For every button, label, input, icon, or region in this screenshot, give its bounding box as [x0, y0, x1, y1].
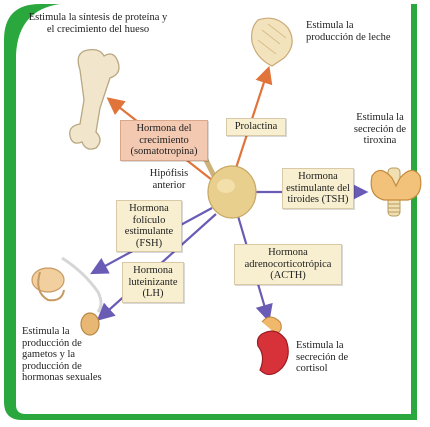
gonads-icon: [32, 258, 101, 335]
bone-icon: [70, 50, 119, 150]
gland-label: Hipófisis anterior: [140, 168, 198, 191]
hormone-prolactin-box: Prolactina: [226, 118, 286, 136]
effect-gonads-label: Estimula la producción de gametos y la p…: [22, 326, 108, 384]
hormone-fsh-box: Hormona folículo estimulante (FSH): [116, 200, 182, 252]
hormone-acth-box: Hormona adrenocorticotrópica (ACTH): [234, 244, 342, 285]
hormone-tsh-box: Hormona estimulante del tiroides (TSH): [282, 168, 354, 209]
hormone-lh-box: Hormona luteinizante (LH): [122, 262, 184, 303]
effect-breast-label: Estimula la producción de leche: [306, 20, 396, 43]
mammary-gland-icon: [252, 18, 293, 66]
effect-adrenal-label: Estimula la secreción de cortisol: [296, 340, 380, 375]
adrenal-kidney-icon: [258, 317, 289, 375]
effect-bone-label: Estimula la síntesis de proteína y el cr…: [28, 12, 168, 35]
effect-thyroid-label: Estimula la secreción de tiroxina: [340, 112, 420, 147]
green-frame-right: [411, 4, 417, 420]
hormone-gh-box: Hormona del crecimiento (somatotropina): [120, 120, 208, 161]
